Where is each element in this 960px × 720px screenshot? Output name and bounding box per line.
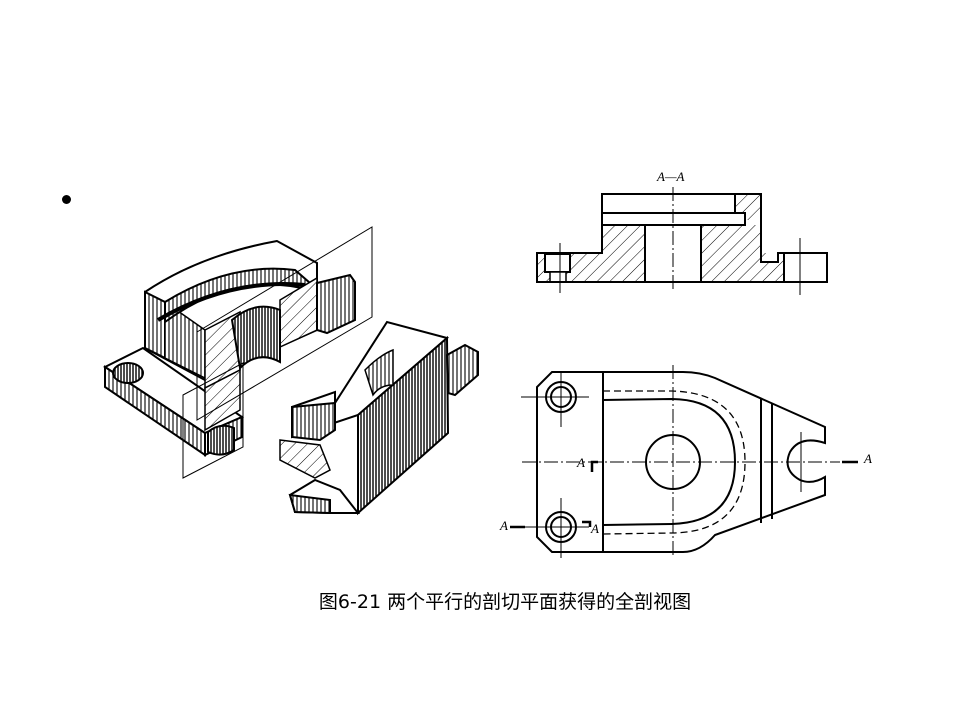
cut-label-left-bottom: A bbox=[499, 518, 508, 533]
section-view-a-a: A—A bbox=[536, 169, 828, 295]
isometric-right-piece bbox=[279, 320, 479, 516]
plan-view: A A A A bbox=[499, 365, 872, 558]
section-label: A—A bbox=[656, 169, 685, 184]
bullet-point bbox=[62, 195, 71, 204]
cut-label-right: A bbox=[863, 451, 872, 466]
isometric-left-piece bbox=[103, 226, 373, 479]
cut-label-left-mid: A bbox=[576, 455, 585, 470]
cut-label-bottom-inner: A bbox=[590, 521, 599, 536]
figure-caption: 图6-21 两个平行的剖切平面获得的全剖视图 bbox=[318, 591, 692, 613]
